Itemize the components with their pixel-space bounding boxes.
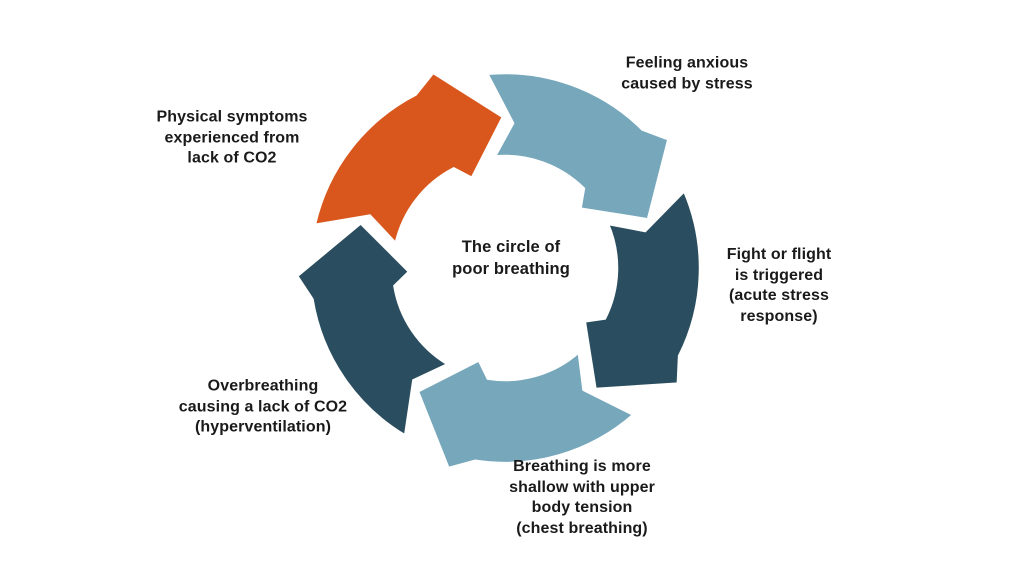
label-physical-symptoms: Physical symptoms experienced from lack … (156, 108, 308, 167)
arrow-physical-symptoms-icon (313, 53, 511, 262)
label-shallow-breathing: Breathing is more shallow with upper bod… (509, 458, 655, 537)
label-overbreathing: Overbreathing causing a lack of CO2 (hyp… (178, 377, 348, 436)
label-fight-or-flight: Fight or flight is triggered (acute stre… (726, 246, 832, 325)
label-feeling-anxious: Feeling anxious caused by stress (621, 54, 753, 93)
diagram-title: The circle of poor breathing (452, 238, 570, 278)
